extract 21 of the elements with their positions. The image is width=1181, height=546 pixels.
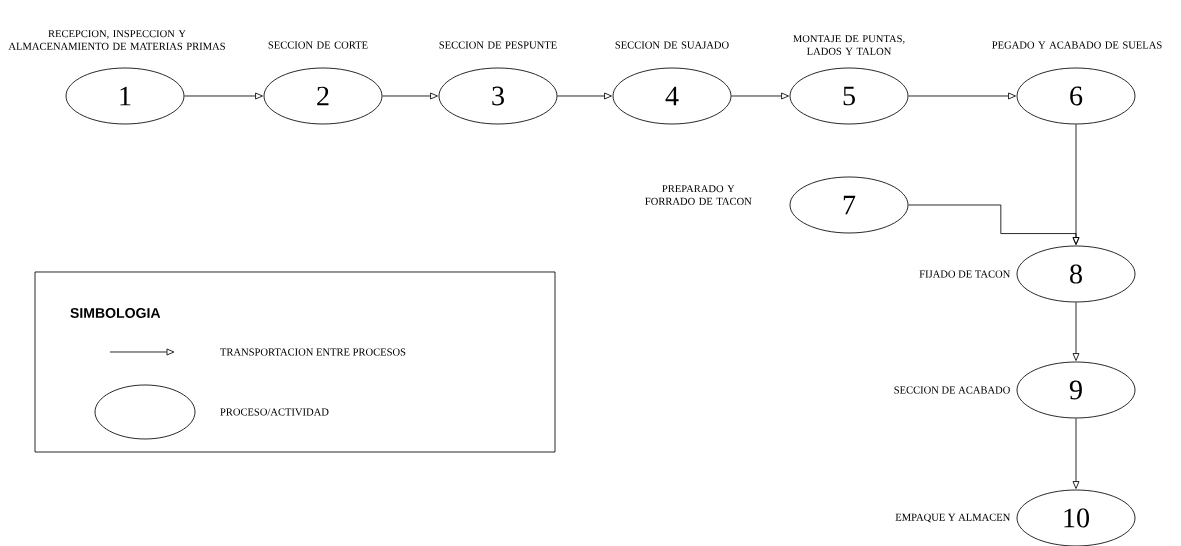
process-label: FIJADO DE TACON xyxy=(919,270,1011,278)
arrow xyxy=(557,92,612,100)
legend-heading: SIMBOLOGIA xyxy=(70,308,161,318)
legend-text: PROCESO/ACTIVIDAD xyxy=(220,408,329,416)
process-label: RECEPCION, INSPECCION Y ALMACENAMIENTO DE MATERIAS PRIMAS xyxy=(8,30,225,50)
process-label: SECCION DE ACABADO xyxy=(894,386,1010,394)
process-label: SECCION DE CORTE xyxy=(268,41,368,49)
arrow xyxy=(1072,418,1080,489)
arrow xyxy=(184,92,263,100)
process-label: PREPARADO Y FORRADO DE TACON xyxy=(645,185,752,205)
process-label: SECCION DE SUAJADO xyxy=(615,41,729,49)
process-label: SECCION DE PESPUNTE xyxy=(439,41,557,49)
arrow xyxy=(908,204,1080,245)
arrow xyxy=(908,92,1016,100)
process-label: PEGADO Y ACABADO DE SUELAS xyxy=(992,41,1162,49)
arrow xyxy=(382,92,438,100)
legend-text: TRANSPORTACION ENTRE PROCESOS xyxy=(220,348,406,356)
arrow xyxy=(1072,302,1080,361)
process-label: MONTAJE DE PUNTAS, LADOS Y TALON xyxy=(793,35,905,55)
process-label: EMPAQUE Y ALMACEN xyxy=(895,513,1011,523)
arrow xyxy=(731,92,789,100)
